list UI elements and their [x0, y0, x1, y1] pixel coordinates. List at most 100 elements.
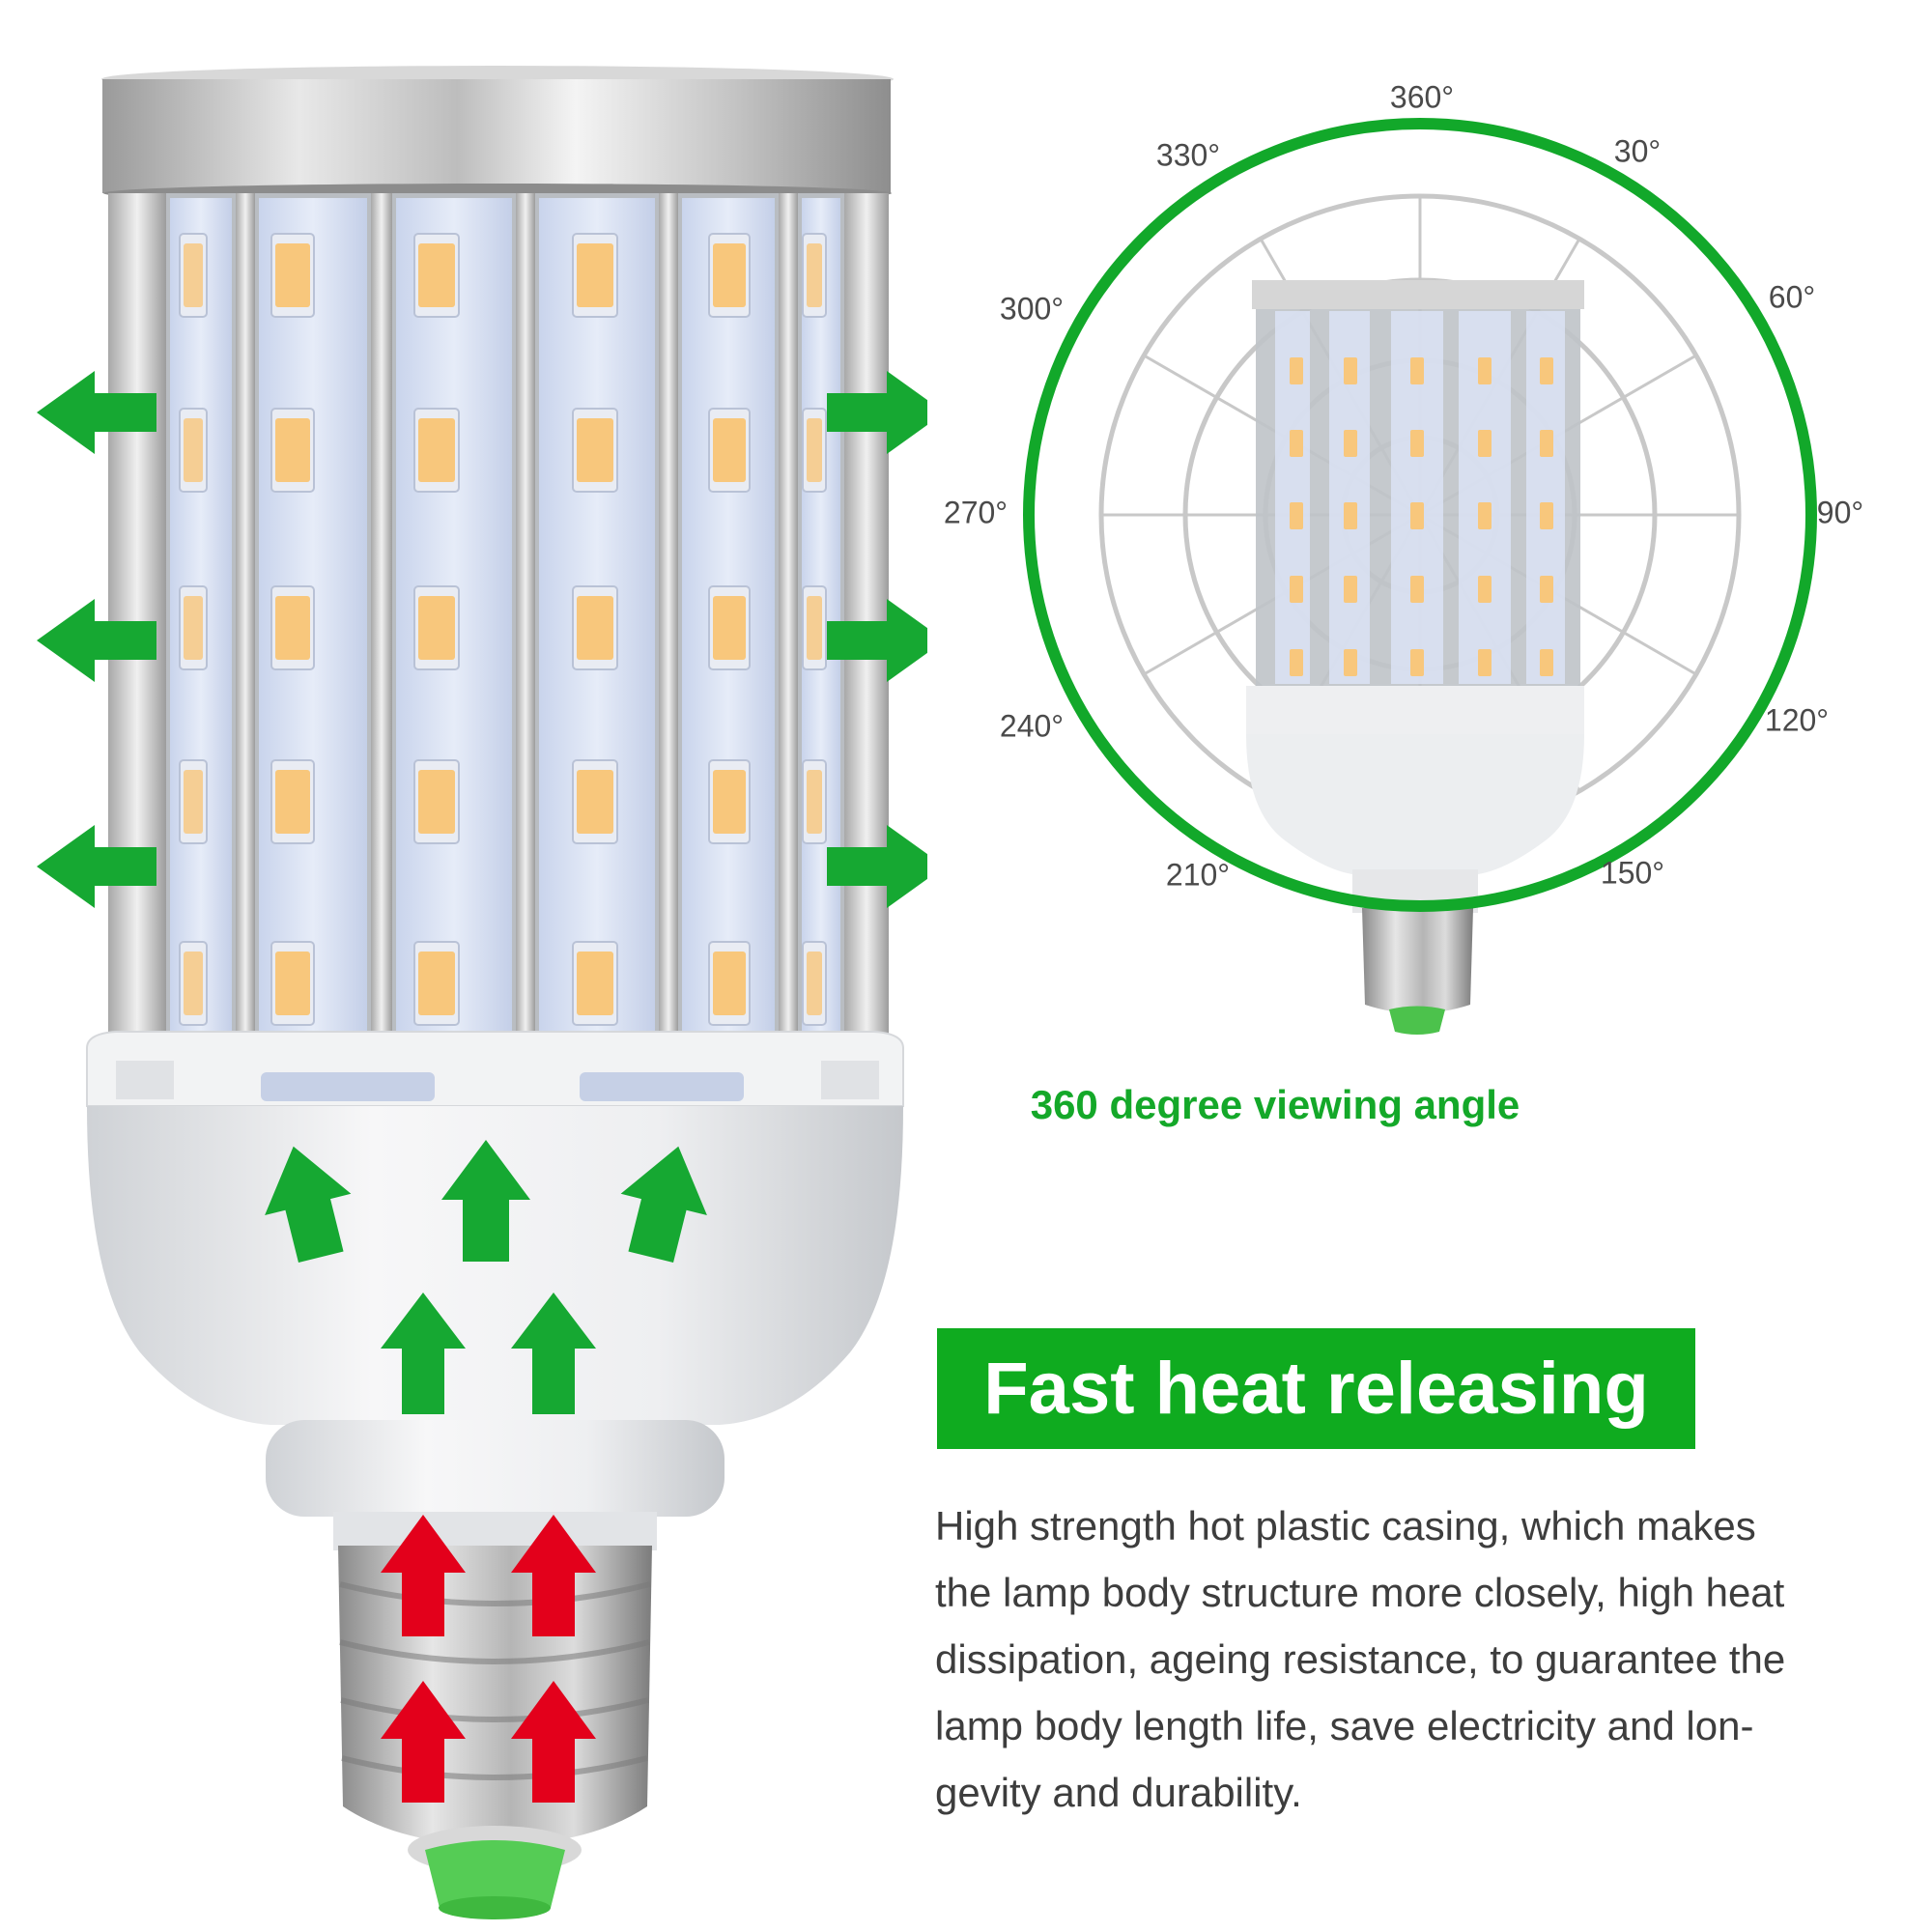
arrow-up-icon — [620, 1146, 707, 1264]
small-led-chip — [1540, 357, 1553, 384]
description-line: High strength hot plastic casing, which … — [935, 1503, 1756, 1548]
small-led-chip — [1540, 502, 1553, 529]
small-led-chip — [1540, 430, 1553, 457]
small-led-chip — [1290, 576, 1303, 603]
led-chip — [713, 770, 746, 834]
small-led-chip — [1478, 649, 1492, 676]
description-line: the lamp body structure more closely, hi… — [935, 1570, 1785, 1615]
led-chip — [275, 243, 310, 307]
bulb-plastic-housing — [86, 1031, 904, 1550]
led-chip — [275, 952, 310, 1015]
led-chip — [184, 418, 203, 482]
led-chip — [713, 596, 746, 660]
arrow-up-icon — [265, 1146, 352, 1264]
small-led-chip — [1344, 357, 1357, 384]
small-led-chip — [1344, 576, 1357, 603]
arrow-up-icon — [381, 1681, 466, 1803]
heading-text: Fast heat releasing — [983, 1348, 1649, 1430]
small-led-chip — [1478, 502, 1492, 529]
led-chip — [577, 770, 613, 834]
small-led-chip — [1290, 430, 1303, 457]
arrow-left-icon — [37, 825, 156, 908]
led-chip — [713, 952, 746, 1015]
arrow-right-icon — [827, 825, 927, 908]
description-paragraph: High strength hot plastic casing, which … — [935, 1492, 1901, 1826]
arrow-up-icon — [511, 1681, 596, 1803]
led-chip — [275, 596, 310, 660]
small-led-chip — [1410, 649, 1424, 676]
led-chip — [577, 418, 613, 482]
small-led-chip — [1540, 649, 1553, 676]
led-chip — [807, 418, 822, 482]
led-chip — [807, 952, 822, 1015]
led-chips — [179, 233, 827, 1026]
arrow-right-icon — [827, 599, 927, 682]
viewing-angle-caption: 360 degree viewing angle — [1030, 1082, 1520, 1127]
led-chip — [713, 418, 746, 482]
led-chip — [418, 770, 455, 834]
angle-label-270: 270° — [943, 495, 1009, 530]
arrow-up-icon — [511, 1293, 596, 1414]
small-led-chip — [1478, 357, 1492, 384]
led-chip — [577, 596, 613, 660]
led-chip — [577, 243, 613, 307]
small-led-chip — [1290, 502, 1303, 529]
small-led-chip — [1344, 430, 1357, 457]
arrow-up-icon — [511, 1515, 596, 1636]
led-chip — [418, 596, 455, 660]
arrow-up-icon — [441, 1140, 530, 1262]
bulb-top-cap — [101, 66, 894, 203]
angle-label-30: 30° — [1613, 133, 1662, 169]
arrow-left-icon — [37, 371, 156, 454]
description-line: lamp body length life, save electricity … — [935, 1703, 1754, 1748]
small-led-chip — [1478, 430, 1492, 457]
heat-flow-arrows-green — [37, 371, 927, 1414]
led-chip — [184, 596, 203, 660]
angle-label-240: 240° — [999, 708, 1065, 744]
led-chip — [807, 770, 822, 834]
angle-label-330: 330° — [1155, 137, 1221, 173]
viewing-angle-ring — [1023, 118, 1817, 912]
small-led-chip — [1478, 576, 1492, 603]
led-chip — [807, 596, 822, 660]
led-chip — [184, 770, 203, 834]
heading-banner: Fast heat releasing — [937, 1328, 1695, 1449]
arrow-up-icon — [381, 1293, 466, 1414]
description-line: dissipation, ageing resistance, to guara… — [935, 1636, 1786, 1682]
corn-bulb-illustration — [37, 66, 927, 1919]
led-chip — [275, 770, 310, 834]
heat-flow-arrows-red — [381, 1515, 596, 1803]
led-chip — [418, 418, 455, 482]
led-chip — [807, 243, 822, 307]
angle-label-300: 300° — [999, 291, 1065, 327]
viewing-angle-polar-diagram — [1023, 118, 1817, 1035]
angle-label-150: 150° — [1600, 855, 1665, 891]
angle-label-360: 360° — [1389, 79, 1455, 115]
led-chip — [577, 952, 613, 1015]
led-chip — [275, 418, 310, 482]
bulb-screw-base — [338, 1546, 652, 1919]
small-led-chip — [1410, 502, 1424, 529]
small-led-chip — [1344, 502, 1357, 529]
small-led-chip — [1410, 357, 1424, 384]
led-chip — [713, 243, 746, 307]
led-chip — [418, 243, 455, 307]
angle-label-90: 90° — [1816, 495, 1864, 530]
arrow-left-icon — [37, 599, 156, 682]
angle-label-210: 210° — [1165, 857, 1231, 893]
arrow-up-icon — [381, 1515, 466, 1636]
small-led-chip — [1290, 357, 1303, 384]
angle-label-60: 60° — [1768, 279, 1816, 315]
arrow-right-icon — [827, 371, 927, 454]
description-line: gevity and durability. — [935, 1770, 1302, 1815]
small-led-chip — [1410, 430, 1424, 457]
small-led-chip — [1290, 649, 1303, 676]
small-led-chip — [1540, 576, 1553, 603]
small-bulb-illustration — [1246, 280, 1584, 1035]
angle-label-120: 120° — [1764, 702, 1830, 738]
led-column-body — [108, 193, 889, 1053]
led-chip — [184, 952, 203, 1015]
small-led-chip — [1410, 576, 1424, 603]
led-chip — [418, 952, 455, 1015]
led-chip — [184, 243, 203, 307]
